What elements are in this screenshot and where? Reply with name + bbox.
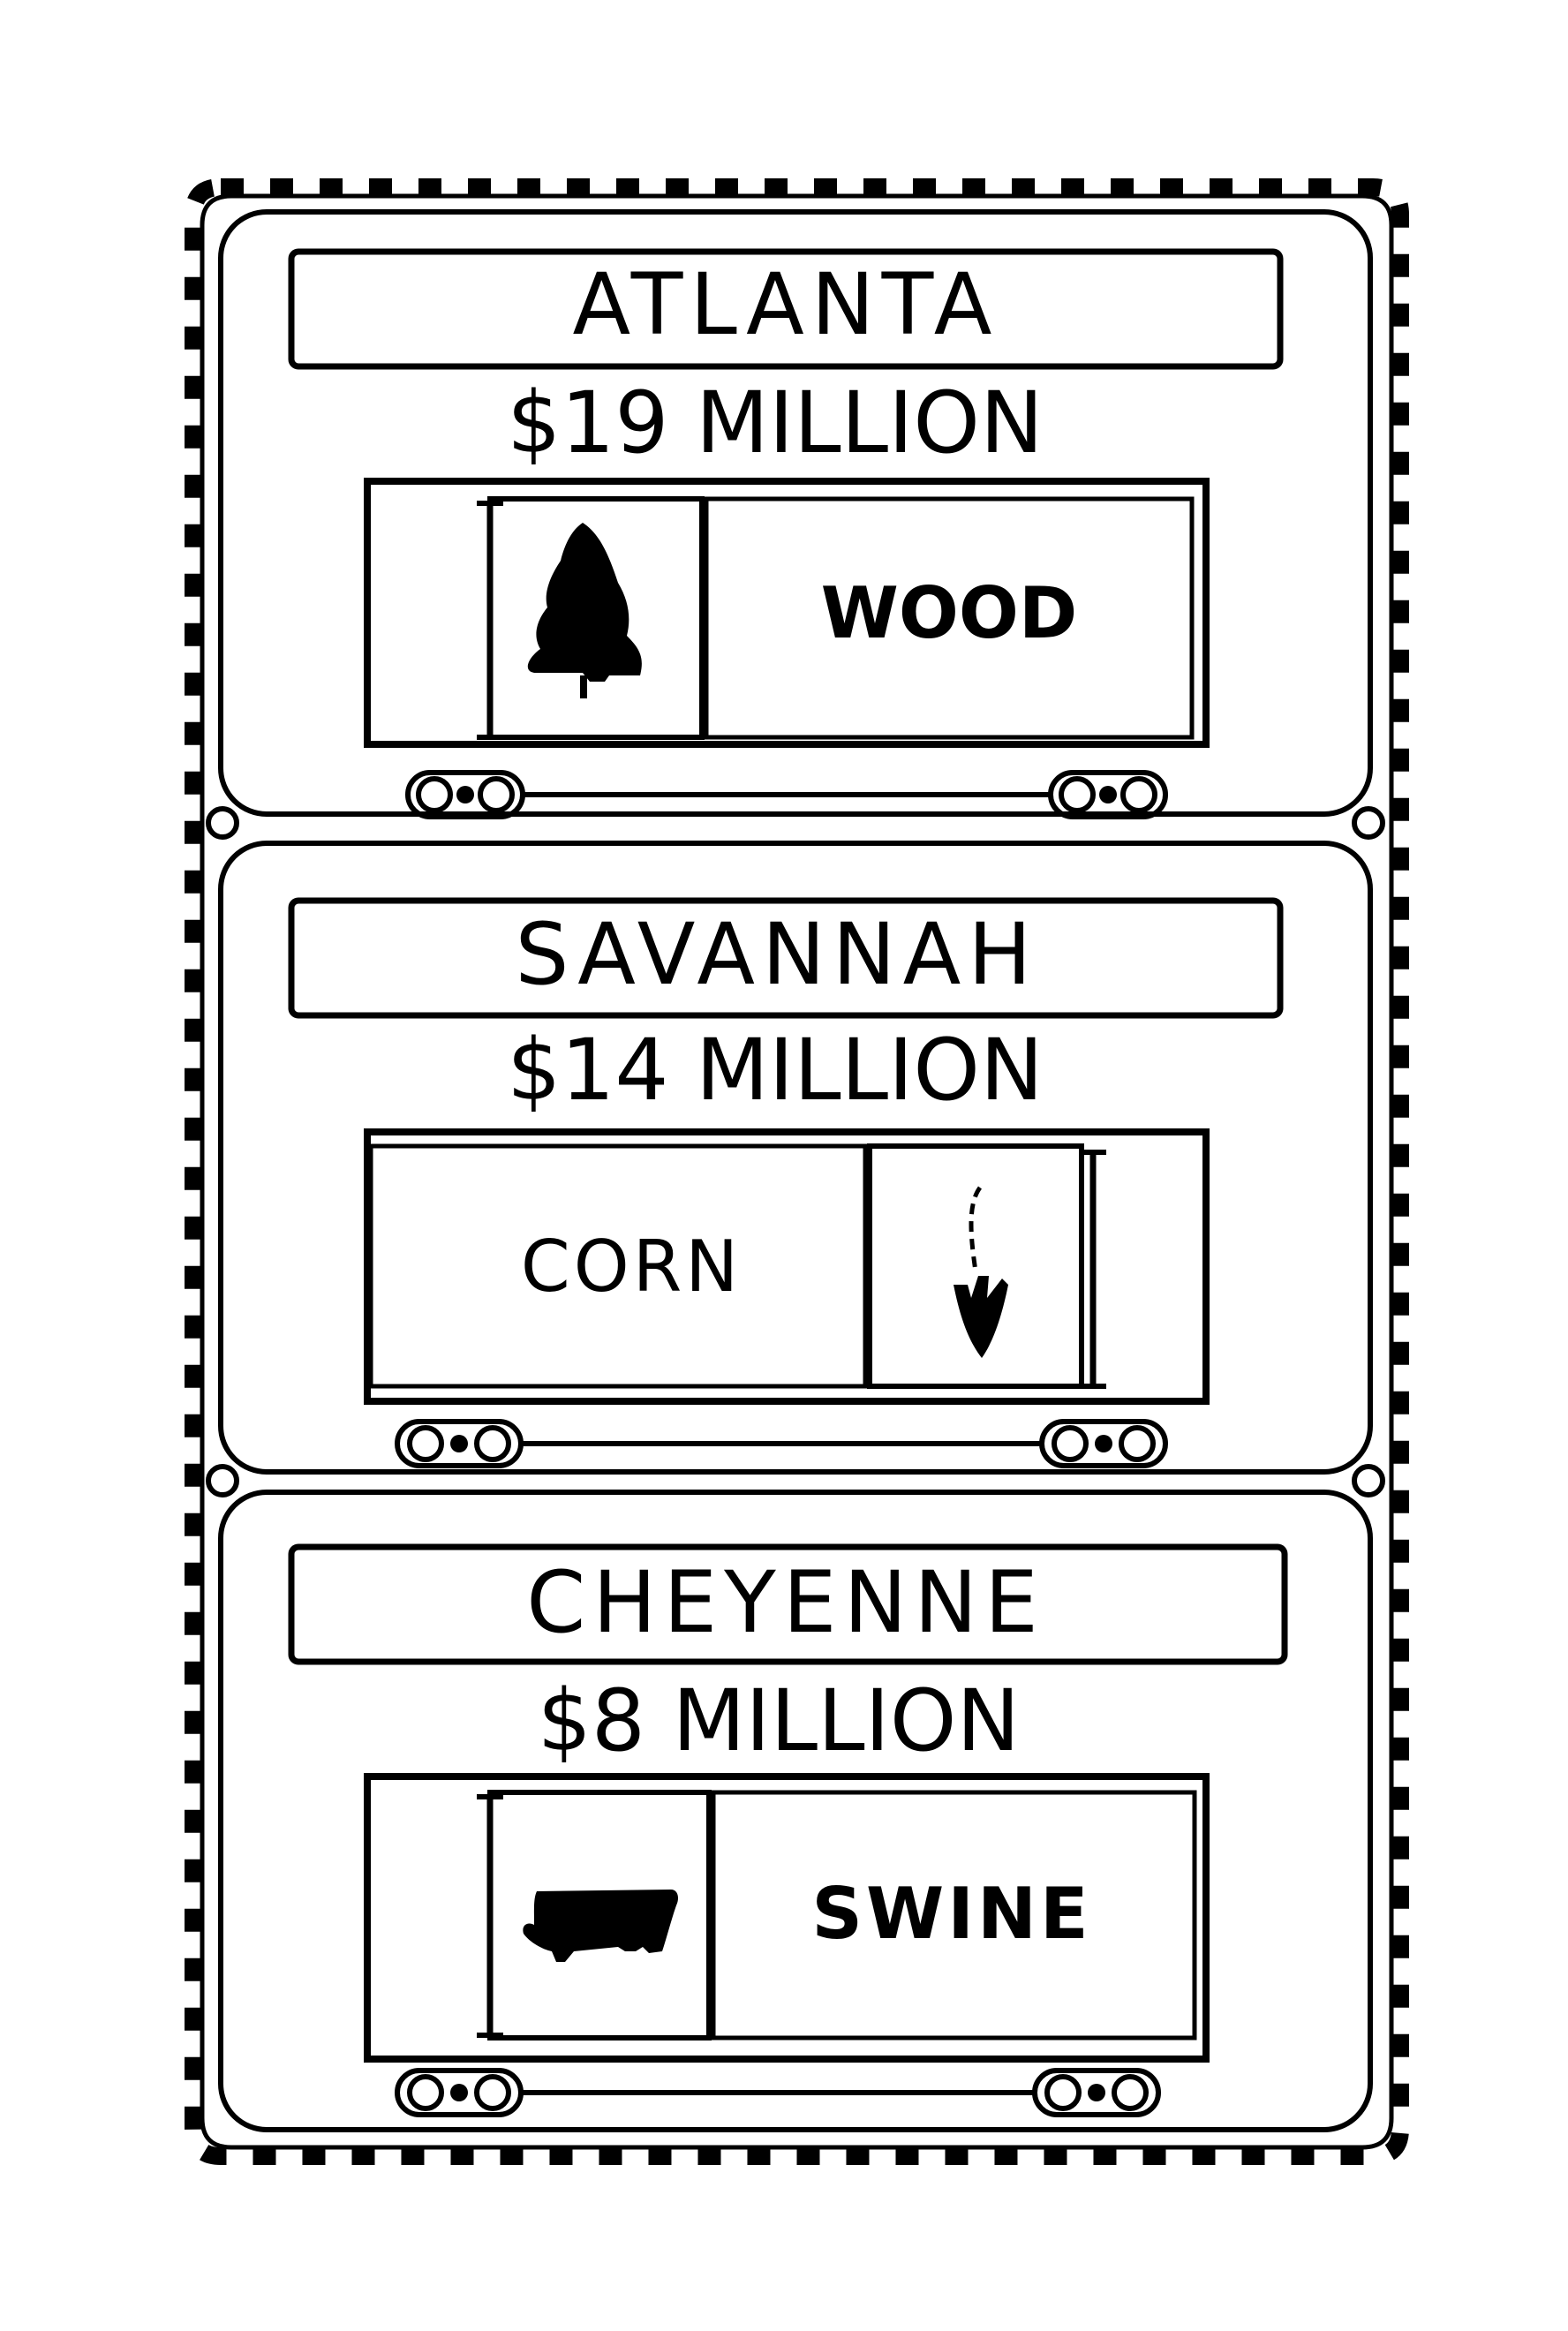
label-panel — [704, 496, 1195, 740]
commodity-label: WOOD — [821, 572, 1078, 654]
amount-label: $14 MILLION — [507, 1021, 1044, 1120]
panel-atlanta: ATLANTA $19 MILLION WOOD — [218, 209, 1373, 819]
pine-tree-icon — [527, 523, 642, 698]
city-banner — [288, 248, 1284, 370]
boxcar: SWINE — [364, 1773, 1210, 2117]
label-panel — [711, 1790, 1197, 2041]
boxcar: WOOD — [364, 478, 1210, 819]
wheel-truck-right — [1032, 2068, 1161, 2117]
amount-label: $19 MILLION — [507, 373, 1044, 472]
amount-label: $8 MILLION — [538, 1671, 1020, 1770]
city-banner — [288, 1543, 1288, 1665]
icon-door — [487, 496, 705, 740]
panel-frame — [218, 209, 1373, 817]
commodity-label: SWINE — [811, 1873, 1091, 1955]
label-panel — [368, 1143, 868, 1389]
panel-frame — [218, 841, 1373, 1475]
boxcar-body — [364, 478, 1210, 748]
city-name: CHEYENNE — [526, 1553, 1044, 1652]
commodity-label: CORN — [521, 1226, 742, 1308]
panel-joint-1 — [206, 806, 1385, 840]
panel-cheyenne: CHEYENNE $8 MILLION SWINE — [218, 1490, 1373, 2132]
city-name: ATLANTA — [573, 255, 999, 354]
city-banner — [288, 897, 1284, 1019]
pig-icon — [523, 1890, 678, 1962]
icon-door — [867, 1143, 1084, 1389]
panel-joint-2 — [206, 1464, 1385, 1497]
boxcar-body — [364, 1773, 1210, 2063]
corn-ear-icon — [954, 1186, 1008, 1358]
icon-door — [487, 1790, 712, 2041]
boxcar: CORN — [364, 1128, 1210, 1468]
panel-frame — [218, 1490, 1373, 2132]
boxcar-body — [364, 1128, 1210, 1405]
panel-savannah: SAVANNAH $14 MILLION CORN — [218, 841, 1373, 1475]
city-name: SAVANNAH — [516, 905, 1039, 1004]
